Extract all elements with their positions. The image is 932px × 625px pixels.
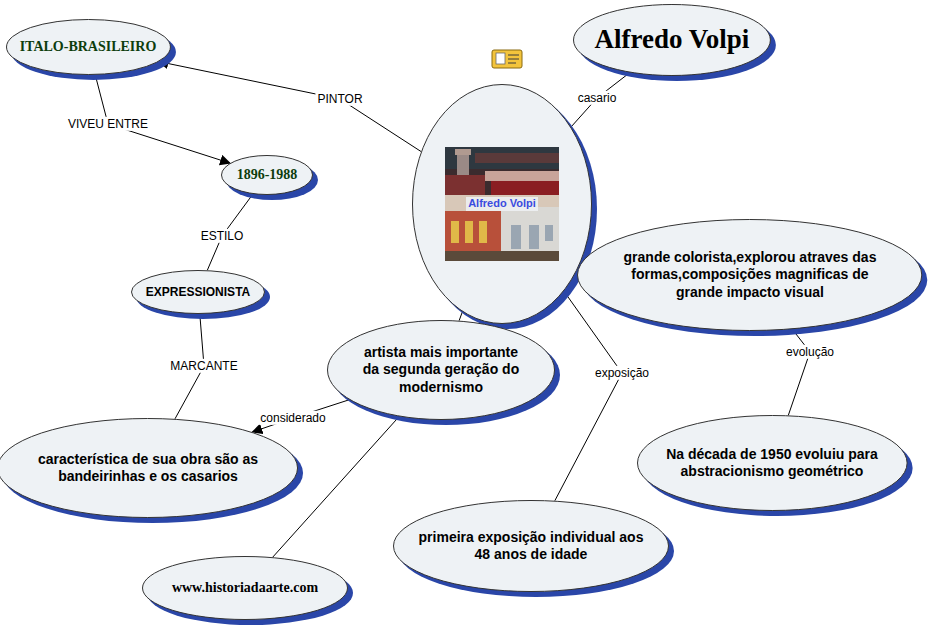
connector bbox=[459, 312, 462, 321]
paint-block bbox=[475, 153, 559, 163]
connector bbox=[555, 291, 622, 501]
node-text: artista mais importante da segunda geraç… bbox=[355, 344, 527, 397]
node-text: grande colorista,explorou atraves das fo… bbox=[607, 249, 892, 302]
ellipse-outline bbox=[413, 85, 592, 324]
concept-ellipse: primeira exposição individual aos 48 ano… bbox=[393, 500, 675, 598]
ellipse-outline bbox=[132, 271, 265, 314]
ellipse-outline bbox=[394, 501, 669, 592]
link-label: considerado bbox=[258, 411, 327, 425]
link-label: ESTILO bbox=[199, 229, 246, 243]
ellipse-outline bbox=[0, 419, 298, 518]
concept-ellipse: Na década de 1950 evoluiu para abstracio… bbox=[637, 415, 914, 517]
node-text: 1896-1988 bbox=[237, 166, 298, 184]
concept-ellipse: característica de sua obra são as bandei… bbox=[0, 418, 305, 524]
ellipse-outline bbox=[222, 156, 313, 195]
picture-ellipse: Alfredo Volpi bbox=[412, 84, 598, 330]
concept-ellipse: EXPRESSIONISTA bbox=[131, 270, 271, 320]
paint-block bbox=[485, 171, 559, 181]
ellipse-outline bbox=[578, 220, 922, 331]
paint-block bbox=[479, 221, 487, 243]
ellipse-outline bbox=[574, 5, 771, 76]
node-text: ITALO-BRASILEIRO bbox=[20, 38, 157, 56]
concept-ellipse: artista mais importante da segunda geraç… bbox=[327, 320, 561, 426]
paint-block bbox=[491, 181, 559, 195]
painting bbox=[445, 147, 559, 261]
paint-block bbox=[445, 147, 559, 261]
node-text: www.historiadaarte.com bbox=[172, 579, 318, 597]
link-ellipse: www.historiadaarte.com bbox=[142, 556, 354, 625]
paint-block bbox=[445, 251, 559, 261]
paint-block bbox=[451, 221, 459, 243]
note-icon bbox=[492, 50, 522, 68]
node-text: característica de sua obra são as bandei… bbox=[17, 451, 279, 486]
connector bbox=[252, 400, 349, 432]
ellipse-outline bbox=[328, 321, 555, 420]
connector bbox=[571, 73, 630, 127]
link-label: MARCANTE bbox=[168, 359, 239, 373]
paint-block bbox=[511, 225, 521, 249]
ellipse-outline bbox=[6, 20, 170, 75]
link-label: exposição bbox=[593, 366, 651, 380]
ellipse-outline bbox=[637, 416, 907, 511]
connector bbox=[158, 62, 421, 152]
concept-ellipse: 1896-1988 bbox=[221, 155, 319, 201]
concept-ellipse: grande colorista,explorou atraves das fo… bbox=[577, 219, 928, 337]
paint-block bbox=[545, 225, 553, 241]
paint-block bbox=[445, 175, 485, 195]
link-label: PINTOR bbox=[315, 92, 364, 106]
node-text: Alfredo Volpi bbox=[466, 197, 538, 211]
title-ellipse: Alfredo Volpi bbox=[573, 4, 777, 82]
node-text: EXPRESSIONISTA bbox=[146, 285, 250, 300]
node-text: primeira exposição individual aos 48 ano… bbox=[415, 529, 647, 564]
concept-ellipse: ITALO-BRASILEIRO bbox=[6, 19, 177, 81]
connector bbox=[788, 329, 810, 415]
node-text: Na década de 1950 evoluiu para abstracio… bbox=[656, 446, 888, 481]
ellipse-outline bbox=[143, 557, 348, 620]
link-label: casario bbox=[576, 91, 619, 105]
node-text: Alfredo Volpi bbox=[595, 23, 750, 57]
paint-block bbox=[455, 149, 471, 155]
paint-block bbox=[529, 225, 539, 249]
paint-block bbox=[465, 221, 473, 243]
link-label: VIVEU ENTRE bbox=[66, 117, 150, 131]
link-label: evolução bbox=[784, 345, 836, 359]
